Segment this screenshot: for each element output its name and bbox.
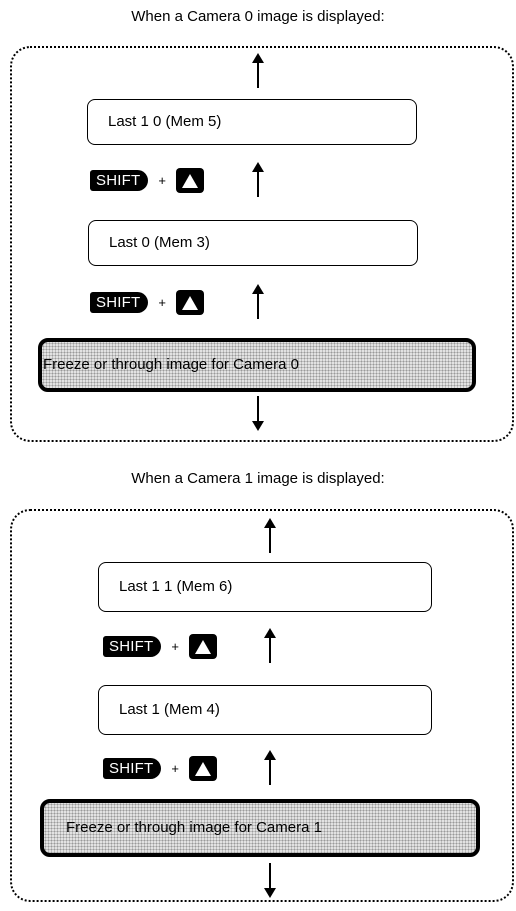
shift-key: SHIFT (103, 636, 162, 657)
up-arrow-icon (264, 628, 276, 663)
camera-1-panel (10, 509, 514, 902)
memory-box-label: Last 1 (Mem 4) (119, 701, 220, 718)
memory-box-label: Last 0 (Mem 3) (109, 234, 210, 251)
up-arrow-icon (252, 162, 264, 197)
shift-key: SHIFT (103, 758, 162, 779)
memory-box-lower: Last 1 (Mem 4) (98, 685, 432, 735)
up-triangle-key-icon (188, 634, 217, 659)
up-triangle-key-icon (188, 756, 217, 781)
plus-sign: + (171, 639, 179, 654)
shift-up-combo: SHIFT + (90, 290, 204, 315)
plus-sign: + (158, 173, 166, 188)
shift-key: SHIFT (90, 170, 149, 191)
up-arrow-icon (252, 53, 264, 88)
section-0-heading: When a Camera 0 image is displayed: (131, 8, 385, 25)
current-image-box: Freeze or through image for Camera 0 (38, 338, 476, 392)
memory-box-label: Last 1 0 (Mem 5) (108, 113, 222, 130)
plus-sign: + (158, 295, 166, 310)
plus-sign: + (171, 761, 179, 776)
up-arrow-icon (264, 518, 276, 553)
section-1-heading: When a Camera 1 image is displayed: (131, 470, 385, 487)
memory-box-upper: Last 1 0 (Mem 5) (87, 99, 417, 145)
up-triangle-key-icon (175, 168, 204, 193)
memory-box-label: Last 1 1 (Mem 6) (119, 578, 233, 595)
up-arrow-icon (252, 284, 264, 319)
up-triangle-key-icon (175, 290, 204, 315)
memory-box-upper: Last 1 1 (Mem 6) (98, 562, 432, 612)
camera-0-panel (10, 46, 514, 442)
current-image-label: Freeze or through image for Camera 1 (66, 819, 322, 836)
shift-up-combo: SHIFT + (103, 756, 217, 781)
down-arrow-icon (264, 863, 276, 898)
memory-box-lower: Last 0 (Mem 3) (88, 220, 418, 266)
shift-up-combo: SHIFT + (103, 634, 217, 659)
shift-up-combo: SHIFT + (90, 168, 204, 193)
down-arrow-icon (252, 396, 264, 431)
up-arrow-icon (264, 750, 276, 785)
current-image-box: Freeze or through image for Camera 1 (40, 799, 480, 857)
shift-key: SHIFT (90, 292, 149, 313)
current-image-label: Freeze or through image for Camera 0 (43, 356, 299, 373)
